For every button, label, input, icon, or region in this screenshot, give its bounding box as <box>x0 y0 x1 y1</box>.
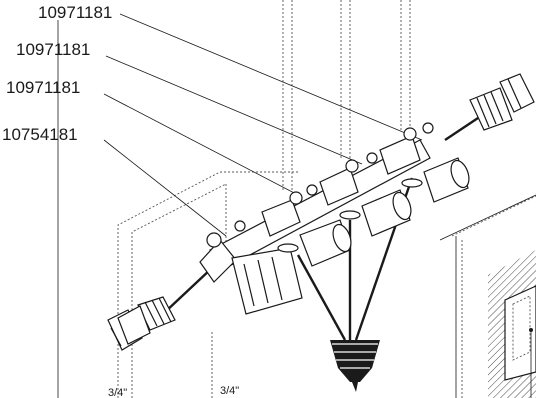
left-end-plug <box>107 267 213 351</box>
installation-box-outline <box>117 171 300 398</box>
manifold-body <box>199 122 434 315</box>
leader-lines <box>57 13 423 398</box>
part-label-3: 10971181 <box>6 78 80 97</box>
part-label-2: 10971181 <box>16 40 90 59</box>
right-end-plug <box>444 73 535 141</box>
part-label-1: 10971181 <box>38 3 112 22</box>
outlet-pipes <box>299 157 470 267</box>
pipe-guides <box>282 0 411 190</box>
dimension-right: 3/4" <box>220 385 239 397</box>
screw-points <box>277 178 423 253</box>
part-label-4: 10754181 <box>2 125 78 144</box>
wall-panel <box>439 194 536 398</box>
cone-plug <box>330 340 380 392</box>
dimension-left: 3/4" <box>108 387 127 398</box>
